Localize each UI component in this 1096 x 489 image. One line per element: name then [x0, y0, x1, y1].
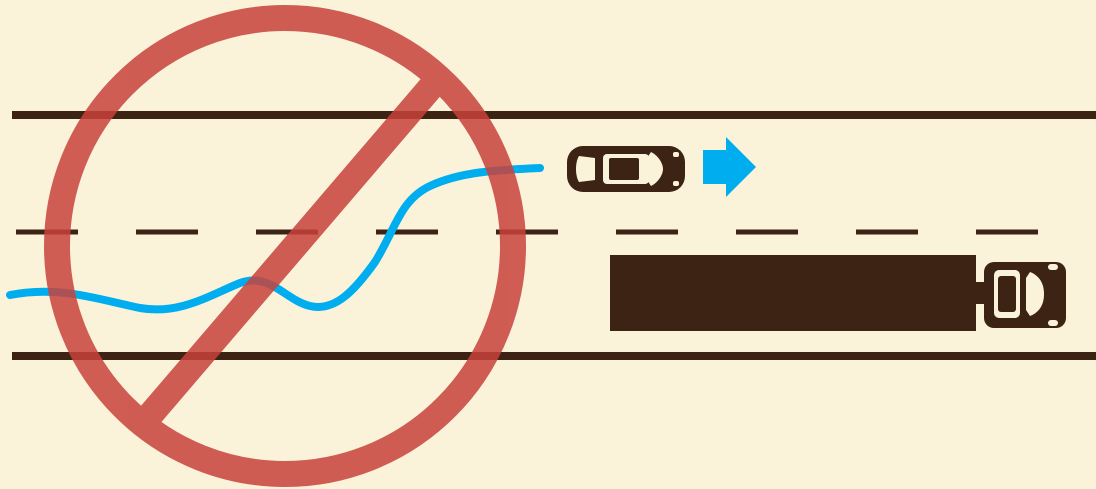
truck-cab-roof-inner	[998, 276, 1016, 312]
truck-mirror-top	[1048, 264, 1058, 270]
truck-mirror-bottom	[1048, 320, 1058, 326]
car-headlight-bottom	[673, 181, 679, 186]
arrow-right-icon	[703, 137, 756, 197]
truck-windshield	[1026, 272, 1044, 316]
car-windshield	[647, 152, 663, 186]
truck-trailer	[610, 255, 976, 331]
prohibition-ring	[44, 5, 526, 487]
car-headlight-top	[673, 152, 679, 157]
semi-truck-icon	[610, 255, 1066, 331]
car-rear-window	[576, 156, 595, 182]
car-icon	[567, 146, 685, 192]
car-roof-inner	[609, 158, 639, 180]
no-symbol-icon	[44, 5, 526, 487]
swerve-path	[6, 164, 544, 314]
prohibition-slash	[136, 71, 447, 429]
